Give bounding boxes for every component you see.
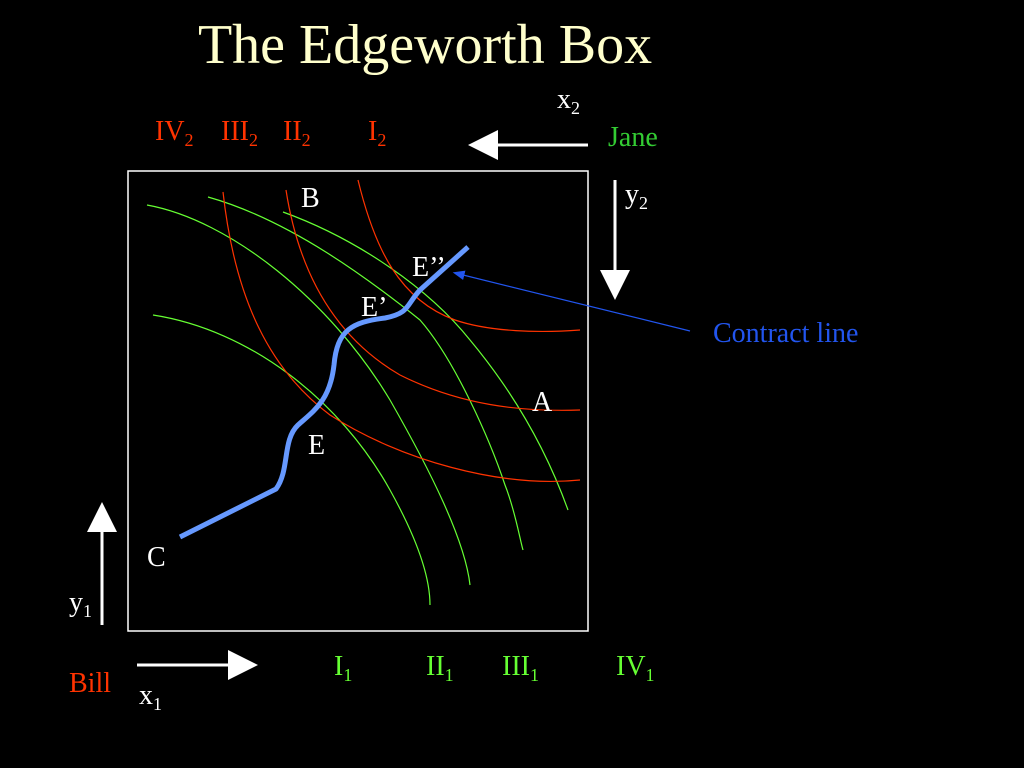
- point-e-prime-label: E’: [361, 292, 388, 323]
- bill-curve-label-III: III1: [502, 651, 539, 685]
- bill-name: Bill: [69, 668, 112, 699]
- bill-curve-IV: [282, 211, 569, 511]
- jane-curve-III: [222, 191, 581, 482]
- jane-curve-label-I: I2: [368, 116, 387, 150]
- bill-indifference-curves: [146, 196, 569, 606]
- point-e-double-prime-label: E’’: [412, 252, 446, 283]
- slide-title: The Edgeworth Box: [197, 14, 653, 76]
- bill-curve-I: [152, 314, 431, 606]
- bill-curve-III: [207, 196, 524, 551]
- jane-curve-I: [357, 179, 581, 333]
- bill-y-label: y1: [69, 587, 92, 621]
- bill-curve-label-II: II1: [426, 651, 454, 685]
- point-c-label: C: [147, 542, 166, 573]
- jane-curve-label-IV: IV2: [155, 116, 194, 150]
- jane-curve-II: [285, 189, 581, 411]
- point-a-label: A: [532, 387, 553, 418]
- bill-curve-label-IV: IV1: [616, 651, 655, 685]
- jane-y-label: y2: [625, 179, 648, 213]
- jane-indifference-curves: [222, 179, 581, 482]
- bill-x-label: x1: [139, 680, 162, 714]
- jane-name: Jane: [608, 122, 658, 153]
- point-b-label: B: [301, 183, 320, 214]
- edgeworth-box-frame: [127, 170, 589, 632]
- jane-curve-label-III: III2: [221, 116, 258, 150]
- contract-line-pointer: [452, 270, 691, 332]
- point-e-label: E: [308, 430, 326, 461]
- jane-curve-label-II: II2: [283, 116, 311, 150]
- bill-curve-II: [146, 204, 471, 586]
- jane-x-label: x2: [557, 84, 580, 118]
- contract-line: [178, 245, 470, 540]
- bill-curve-label-I: I1: [334, 651, 353, 685]
- contract-line-label: Contract line: [713, 318, 859, 349]
